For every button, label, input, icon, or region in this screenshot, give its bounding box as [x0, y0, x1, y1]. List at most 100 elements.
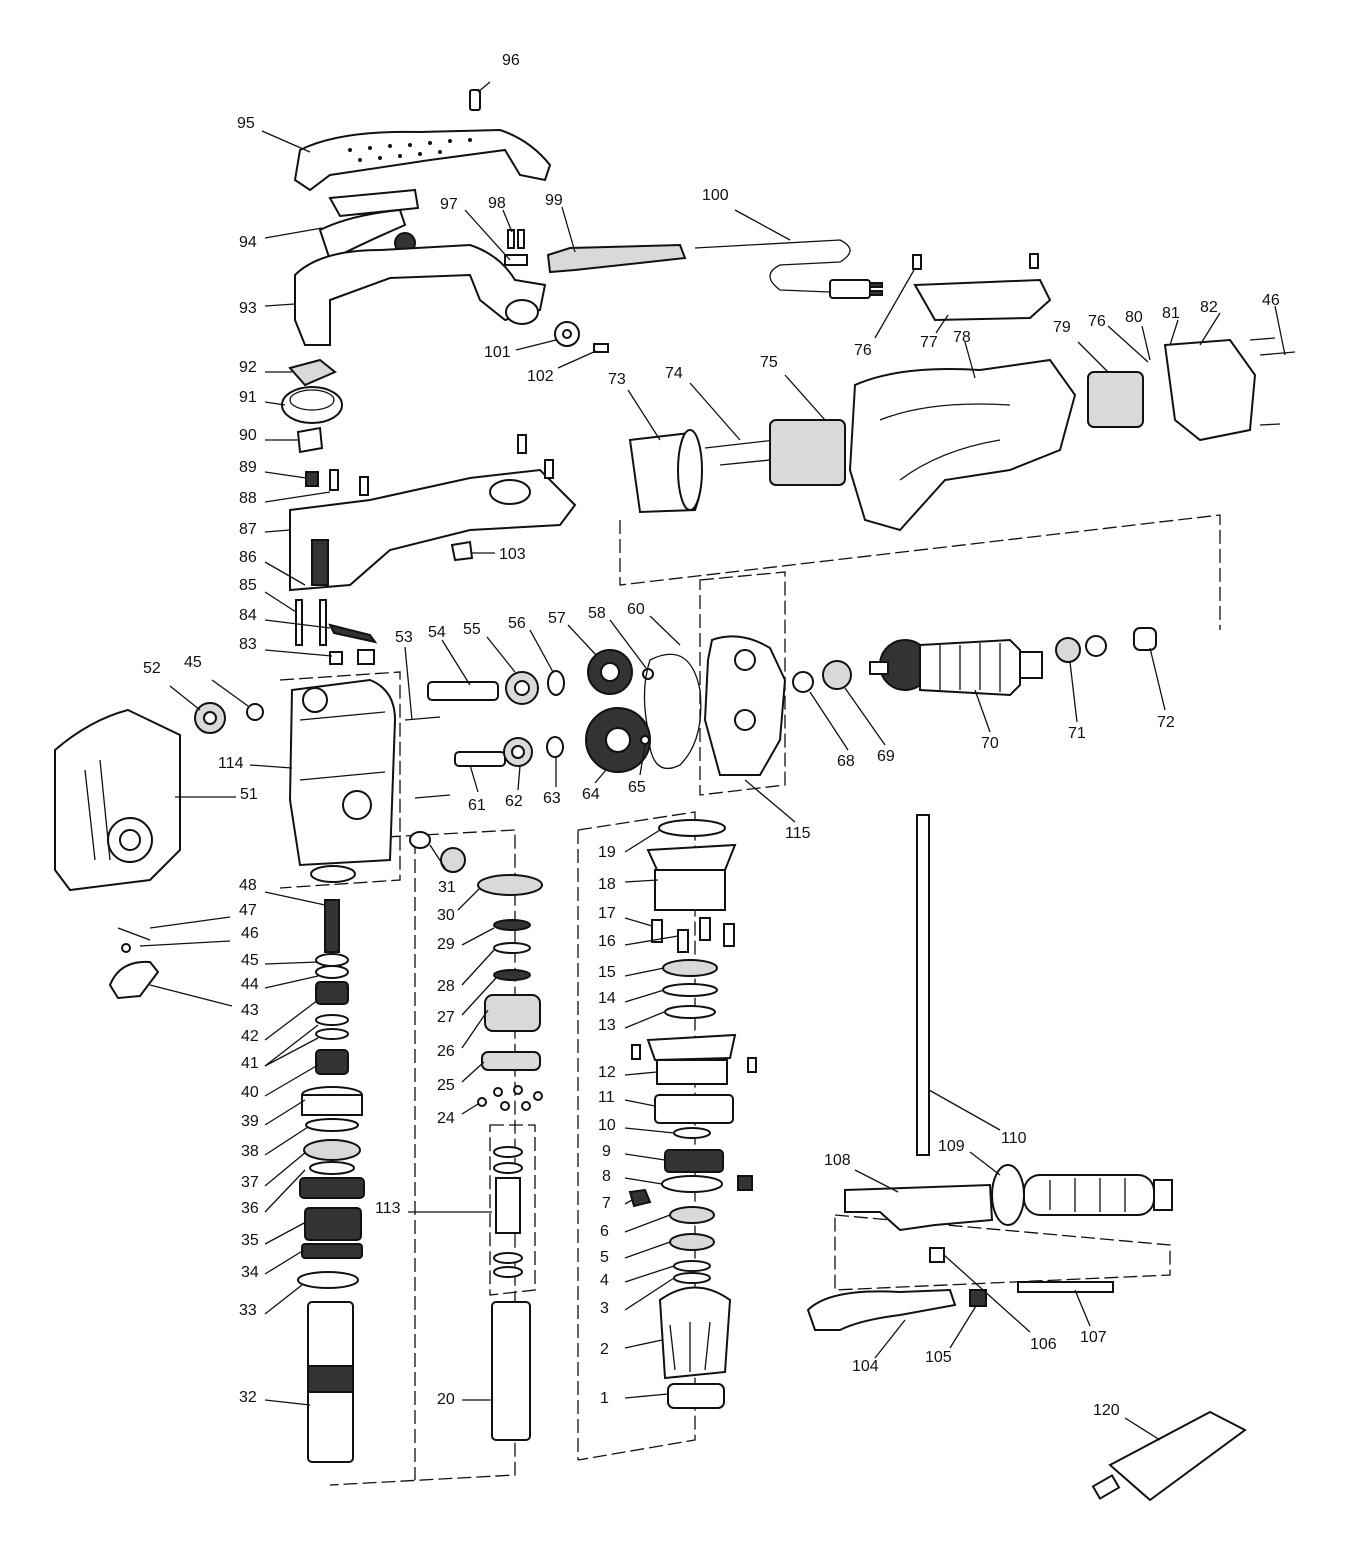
part-label-52: 52	[143, 660, 161, 677]
part-label-92: 92	[239, 359, 257, 376]
part-label-102: 102	[527, 368, 554, 385]
part-label-18: 18	[598, 876, 616, 893]
left-shaft-column	[108, 831, 466, 1463]
part-label-10: 10	[598, 1117, 616, 1134]
part-label-45b: 45	[241, 952, 259, 969]
part-label-37: 37	[241, 1174, 259, 1191]
part-label-33: 33	[239, 1302, 257, 1319]
part-label-44: 44	[241, 976, 259, 993]
part-label-88: 88	[239, 490, 257, 507]
part-label-24: 24	[437, 1110, 455, 1127]
lower-housing-part	[289, 434, 577, 592]
part-label-76b: 76	[1088, 313, 1106, 330]
switch-knob-stack	[281, 358, 343, 487]
part-label-104: 104	[852, 1358, 879, 1375]
part-label-54: 54	[428, 624, 446, 641]
part-label-36: 36	[241, 1200, 259, 1217]
main-handle-part	[293, 89, 552, 192]
handle-clamp-parts	[806, 1247, 1114, 1331]
part-label-26: 26	[437, 1043, 455, 1060]
part-label-38: 38	[241, 1143, 259, 1160]
part-label-87: 87	[239, 521, 257, 538]
washer-hole	[562, 329, 572, 339]
part-label-2: 2	[600, 1341, 609, 1358]
part-label-97: 97	[440, 196, 458, 213]
part-label-79: 79	[1053, 319, 1071, 336]
grease-tube-part	[1091, 1410, 1247, 1502]
part-label-14: 14	[598, 990, 616, 1007]
part-label-13: 13	[598, 1017, 616, 1034]
part-label-41: 41	[241, 1055, 259, 1072]
part-label-103: 103	[499, 546, 526, 563]
screw-102-part	[593, 343, 609, 353]
part-label-108: 108	[824, 1152, 851, 1169]
part-label-106: 106	[1030, 1336, 1057, 1353]
part-label-1: 1	[600, 1390, 609, 1407]
part-label-47: 47	[239, 902, 257, 919]
part-label-115: 115	[785, 825, 811, 842]
upper-housing-part	[294, 229, 547, 346]
part-label-19: 19	[598, 844, 616, 861]
part-label-70: 70	[981, 735, 999, 752]
brush-plate-part	[912, 253, 1052, 322]
part-label-48: 48	[239, 877, 257, 894]
gear-housing-part	[288, 678, 451, 883]
part-label-94: 94	[239, 234, 257, 251]
part-label-76: 76	[854, 342, 872, 359]
part-label-64: 64	[582, 786, 600, 803]
part-label-15: 15	[598, 964, 616, 981]
part-label-107: 107	[1080, 1329, 1107, 1346]
part-label-83: 83	[239, 636, 257, 653]
part-label-27: 27	[437, 1009, 455, 1026]
part-label-109: 109	[938, 1138, 965, 1155]
middle-shaft-column	[477, 874, 543, 1441]
part-label-65: 65	[628, 779, 646, 796]
part-label-25: 25	[437, 1077, 455, 1094]
part-label-17: 17	[598, 905, 616, 922]
part-label-77: 77	[920, 334, 938, 351]
part-label-101: 101	[484, 344, 511, 361]
part-number-labels: 96 95 94 97 98 99 100 93 76 77 78 79 76 …	[143, 52, 1280, 1419]
part-label-105: 105	[925, 1349, 952, 1366]
part-label-7: 7	[602, 1195, 611, 1212]
part-label-60: 60	[627, 601, 645, 618]
part-label-72: 72	[1157, 714, 1175, 731]
part-label-84: 84	[239, 607, 257, 624]
part-label-63: 63	[543, 790, 561, 807]
part-label-100: 100	[702, 187, 729, 204]
part-label-61: 61	[468, 797, 486, 814]
part-label-3: 3	[600, 1300, 609, 1317]
part-label-96: 96	[502, 52, 520, 69]
part-label-43: 43	[241, 1002, 259, 1019]
part-label-39: 39	[241, 1113, 259, 1130]
part-label-113: 113	[375, 1200, 401, 1217]
part-label-75: 75	[760, 354, 778, 371]
part-label-62: 62	[505, 793, 523, 810]
part-label-93: 93	[239, 300, 257, 317]
part-label-82: 82	[1200, 299, 1218, 316]
part-label-73: 73	[608, 371, 626, 388]
end-cap-assembly	[1087, 337, 1296, 442]
part-label-28: 28	[437, 978, 455, 995]
part-label-85: 85	[239, 577, 257, 594]
part-label-34: 34	[241, 1264, 259, 1281]
gear-train-assembly	[427, 649, 702, 773]
part-label-110: 110	[1001, 1130, 1027, 1147]
part-label-46b: 46	[241, 925, 259, 942]
part-label-20: 20	[437, 1391, 455, 1408]
part-label-55: 55	[463, 621, 481, 638]
pins-and-clip	[295, 599, 378, 665]
part-label-81: 81	[1162, 305, 1180, 322]
armature-assembly	[792, 627, 1157, 697]
part-label-80: 80	[1125, 309, 1143, 326]
part-label-58: 58	[588, 605, 606, 622]
part-label-12: 12	[598, 1064, 616, 1081]
part-label-57: 57	[548, 610, 566, 627]
part-label-53: 53	[395, 629, 413, 646]
part-label-51: 51	[240, 786, 258, 803]
leader-lines	[139, 81, 1286, 1441]
depth-rod-part	[916, 814, 930, 1156]
part-label-69: 69	[877, 748, 895, 765]
